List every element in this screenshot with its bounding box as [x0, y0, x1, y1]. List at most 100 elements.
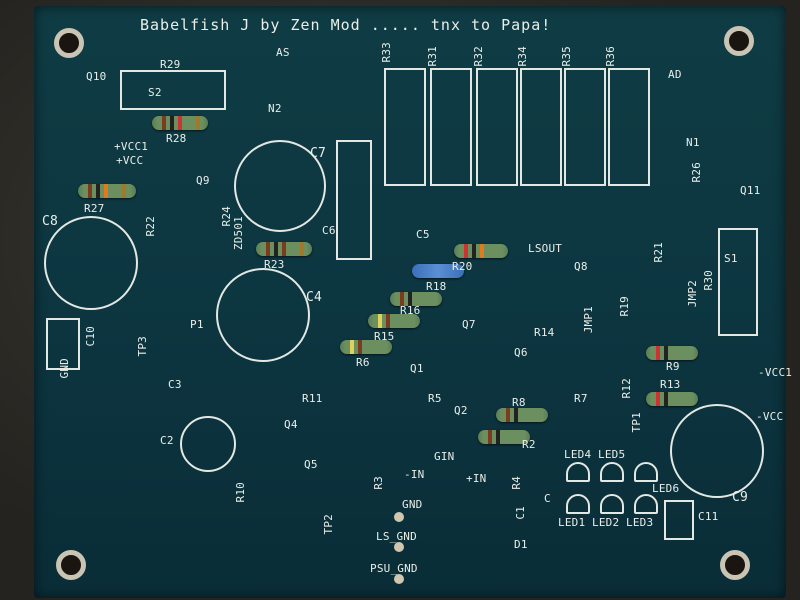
c6-outline — [336, 140, 372, 260]
label-led5: LED5 — [598, 448, 626, 461]
label-r8: R8 — [512, 396, 526, 409]
c11-outline — [664, 500, 694, 540]
label-s2: S2 — [148, 86, 162, 99]
label-as: AS — [276, 46, 290, 59]
resistor-r18 — [412, 264, 464, 278]
resistor-r16 — [390, 292, 442, 306]
label-r22: R22 — [144, 216, 157, 237]
label-p1: P1 — [190, 318, 204, 331]
label-r7: R7 — [574, 392, 588, 405]
c8-outline — [44, 216, 138, 310]
mounting-hole-bottom-left — [56, 550, 86, 580]
mounting-hole-top-left — [54, 28, 84, 58]
label-r11: R11 — [302, 392, 323, 405]
label-vcc-neg: -VCC — [756, 410, 784, 423]
label-tp3: TP3 — [136, 336, 149, 357]
label-q9: Q9 — [196, 174, 210, 187]
label-q10: Q10 — [86, 70, 107, 83]
label-ls-gnd: LS_GND — [376, 530, 417, 543]
label-r32: R32 — [472, 46, 485, 67]
label-r5: R5 — [428, 392, 442, 405]
label-c3: C3 — [168, 378, 182, 391]
led3-footprint — [634, 494, 658, 514]
label-r18: R18 — [426, 280, 447, 293]
mounting-hole-bottom-right — [720, 550, 750, 580]
led5-footprint — [600, 462, 624, 482]
resistor-r20 — [454, 244, 508, 258]
resistor-r27 — [78, 184, 136, 198]
label-c1: C1 — [514, 506, 527, 520]
label-vcc1: +VCC1 — [114, 140, 149, 153]
label-r30: R30 — [702, 270, 715, 291]
label-r21: R21 — [652, 242, 665, 263]
c9-outline — [670, 404, 764, 498]
label-jmp1: JMP1 — [582, 306, 595, 334]
resistor-r13 — [646, 392, 698, 406]
label-r33: R33 — [380, 42, 393, 63]
pad-gnd — [394, 512, 404, 522]
label-r23: R23 — [264, 258, 285, 271]
label-q7: Q7 — [462, 318, 476, 331]
resistor-r28 — [152, 116, 208, 130]
label-c10: C10 — [84, 326, 97, 347]
label-r29: R29 — [160, 58, 181, 71]
label-jmp2: JMP2 — [686, 280, 699, 308]
label-c6: C6 — [322, 224, 336, 237]
r35-outline — [564, 68, 606, 186]
label-n1: N1 — [686, 136, 700, 149]
label-ad: AD — [668, 68, 682, 81]
board-title: Babelfish J by Zen Mod ..... tnx to Papa… — [140, 16, 552, 34]
label-r14: R14 — [534, 326, 555, 339]
led2-footprint — [600, 494, 624, 514]
label-c8: C8 — [42, 214, 59, 229]
resistor-r15 — [368, 314, 420, 328]
label-led6: LED6 — [652, 482, 680, 495]
label-gnd: GND — [402, 498, 423, 511]
s2-outline — [120, 70, 226, 110]
r33-outline — [384, 68, 426, 186]
label-r27: R27 — [84, 202, 105, 215]
c4-outline — [216, 268, 310, 362]
label-r19: R19 — [618, 296, 631, 317]
label-psu-gnd: PSU_GND — [370, 562, 418, 575]
label-d1: D1 — [514, 538, 528, 551]
label-led2: LED2 — [592, 516, 620, 529]
label-r16: R16 — [400, 304, 421, 317]
resistor-r23 — [256, 242, 312, 256]
r32-outline — [476, 68, 518, 186]
label-n2: N2 — [268, 102, 282, 115]
led6-footprint — [634, 462, 658, 482]
label-vcc-neg1: -VCC1 — [758, 366, 793, 379]
r31-outline — [430, 68, 472, 186]
label-r6: R6 — [356, 356, 370, 369]
label-r9: R9 — [666, 360, 680, 373]
label-gnd-rotated: GND — [58, 358, 71, 379]
label-led1: LED1 — [558, 516, 586, 529]
label-c11: C11 — [698, 510, 719, 523]
pad-psu-gnd — [394, 574, 404, 584]
c2-outline — [180, 416, 236, 472]
label-c5: C5 — [416, 228, 430, 241]
label-vcc: +VCC — [116, 154, 144, 167]
label-q5: Q5 — [304, 458, 318, 471]
label-r2: R2 — [522, 438, 536, 451]
label-r31: R31 — [426, 46, 439, 67]
label-r10: R10 — [234, 482, 247, 503]
label-tp2: TP2 — [322, 514, 335, 535]
label-r13: R13 — [660, 378, 681, 391]
c10-outline — [46, 318, 80, 370]
mounting-hole-top-right — [724, 26, 754, 56]
label-in-pos: +IN — [466, 472, 487, 485]
label-led3: LED3 — [626, 516, 654, 529]
label-tp1: TP1 — [630, 412, 643, 433]
resistor-r6 — [340, 340, 392, 354]
r36-outline — [608, 68, 650, 186]
c7-outline — [234, 140, 326, 232]
label-r35: R35 — [560, 46, 573, 67]
label-c9: C9 — [732, 490, 749, 505]
label-r28: R28 — [166, 132, 187, 145]
resistor-r8 — [496, 408, 548, 422]
label-r3: R3 — [372, 476, 385, 490]
label-r36: R36 — [604, 46, 617, 67]
